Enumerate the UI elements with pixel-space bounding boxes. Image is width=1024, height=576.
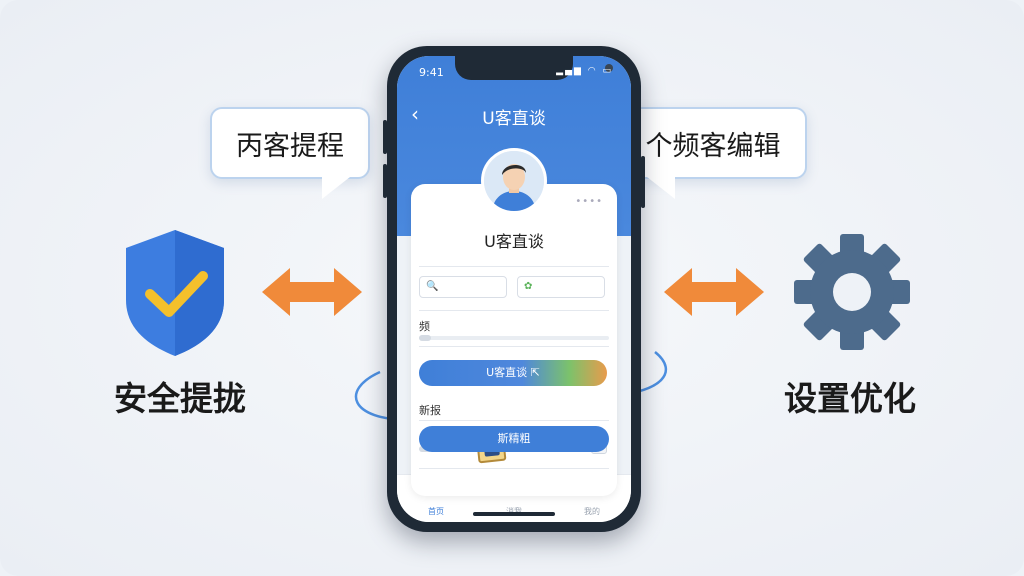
volume-button [383,164,387,198]
divider [419,468,609,469]
divider [419,310,609,311]
tab-label: 消我 [506,507,522,516]
slider-handle[interactable] [419,335,431,341]
divider [419,420,609,421]
bubble-left-text: 丙客提程 [236,130,344,162]
status-icons: ▂▄▆ ◠ ▭ [556,66,613,76]
section-label-frequency: 频 [419,320,430,333]
tab-label: 我的 [584,507,600,516]
power-button [641,156,645,208]
notch [455,56,613,80]
camera-icon [605,64,613,72]
user-avatar-icon [484,151,544,211]
status-time: 9:41 [419,66,444,79]
speech-bubble-right: 个频客编辑 [619,107,807,199]
search-input[interactable]: 🔍 [419,276,507,298]
bubble-tail [322,177,350,199]
security-label: 安全提拢 [114,379,246,418]
nav-title: U客直谈 [482,109,546,129]
phone-screen: 9:41 ▂▄▆ ◠ ▭ ‹ U客直谈 •••• U客直谈 🔍 ✿ [397,56,631,522]
speech-bubble-left: 丙客提程 [210,107,370,199]
back-button[interactable]: ‹ [411,102,419,126]
settings-label: 设置优化 [784,379,916,418]
start-chat-button[interactable]: U客直谈 ⇱ [419,360,607,386]
search-icon: 🔍 [426,281,439,292]
divider [419,346,609,347]
tag-icon: ✿ [524,281,533,292]
section-label-news: 新报 [419,404,441,417]
phone-mockup: 9:41 ▂▄▆ ◠ ▭ ‹ U客直谈 •••• U客直谈 🔍 ✿ [383,46,645,532]
divider [419,266,609,267]
submit-button[interactable]: 斯精粗 [419,426,609,452]
more-options-button[interactable]: •••• [575,196,603,207]
profile-name: U客直谈 [484,232,544,251]
slider-track[interactable] [419,336,609,340]
home-indicator [473,512,555,516]
bubble-right-text: 个频客编辑 [645,130,781,162]
bubble-tail [647,177,675,199]
tag-input[interactable]: ✿ [517,276,605,298]
tab-label: 首页 [428,507,444,516]
volume-button [383,120,387,154]
avatar[interactable] [481,148,547,214]
